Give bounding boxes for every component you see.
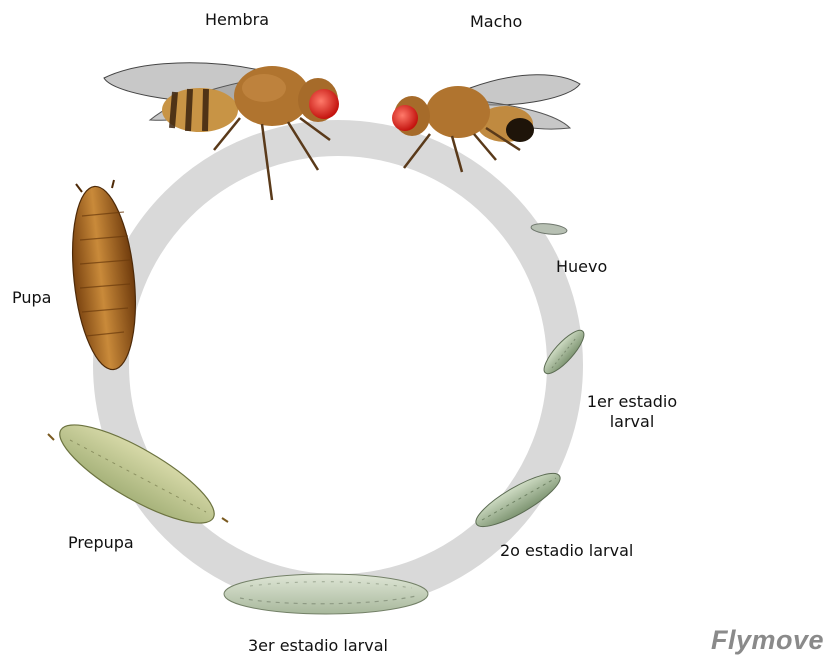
label-second-instar: 2o estadio larval xyxy=(500,541,633,561)
label-female: Hembra xyxy=(205,10,269,30)
label-first-instar-line2: larval xyxy=(582,412,682,432)
label-pupa: Pupa xyxy=(12,288,51,308)
label-prepupa: Prepupa xyxy=(68,533,134,553)
label-male: Macho xyxy=(470,12,522,32)
label-third-instar: 3er estadio larval xyxy=(248,636,388,656)
brand-logo: Flymove xyxy=(711,625,824,656)
pupa-icon xyxy=(65,180,144,373)
label-egg: Huevo xyxy=(556,257,607,277)
third-instar-larva-icon xyxy=(224,574,428,614)
label-first-instar: 1er estadio larval xyxy=(582,392,682,432)
label-first-instar-line1: 1er estadio xyxy=(582,392,682,412)
